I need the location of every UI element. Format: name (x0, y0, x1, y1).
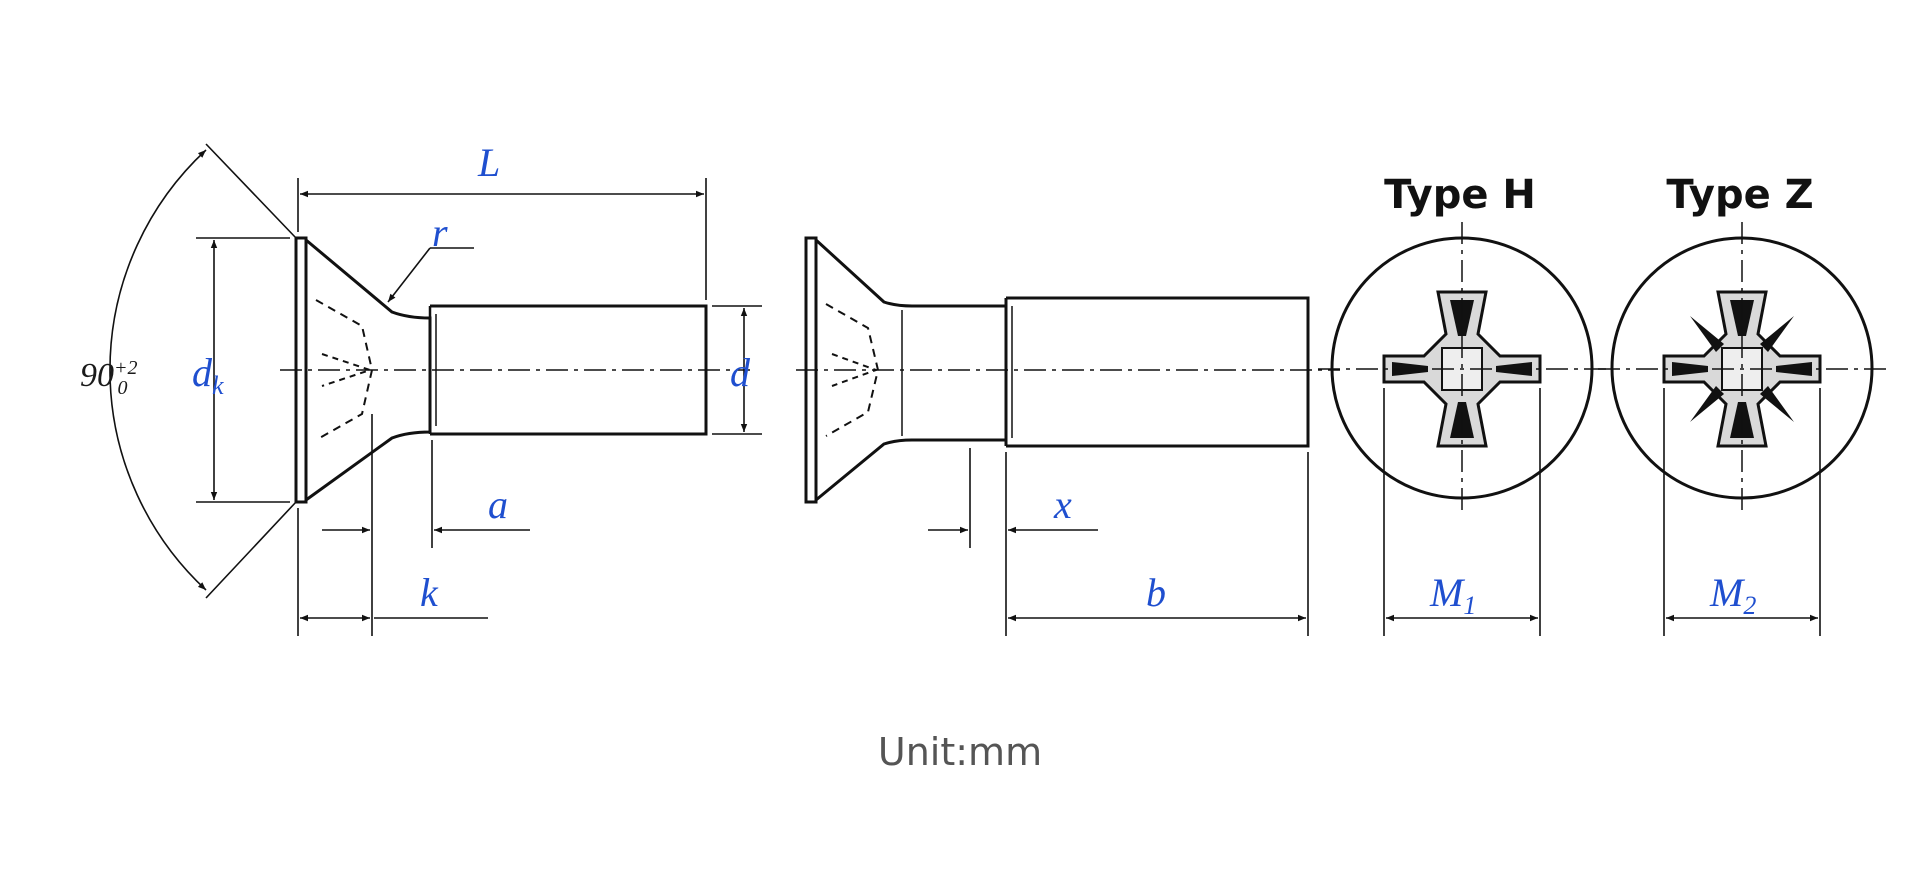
type-h-recess-view (1318, 222, 1606, 514)
label-dk: dk (192, 350, 224, 400)
label-m1: M1 (1429, 570, 1476, 620)
type-z-recess-view (1598, 222, 1886, 514)
middle-screw-view (796, 236, 1340, 504)
label-r: r (432, 210, 448, 255)
left-screw-view (280, 236, 750, 504)
label-a: a (488, 482, 508, 527)
label-d: d (730, 350, 751, 395)
label-m2: M2 (1709, 570, 1756, 620)
label-k: k (420, 570, 439, 615)
left-dimension-lines (109, 143, 762, 636)
label-b: b (1146, 570, 1166, 615)
label-L: L (477, 140, 500, 185)
m2-dimension-lines (1663, 388, 1821, 636)
type-z-label: Type Z (1666, 172, 1813, 218)
type-h-label: Type H (1384, 172, 1536, 218)
unit-label: Unit:mm (877, 730, 1043, 774)
m1-dimension-lines (1383, 388, 1541, 636)
label-x: x (1053, 482, 1072, 527)
middle-dimension-lines (928, 448, 1309, 636)
